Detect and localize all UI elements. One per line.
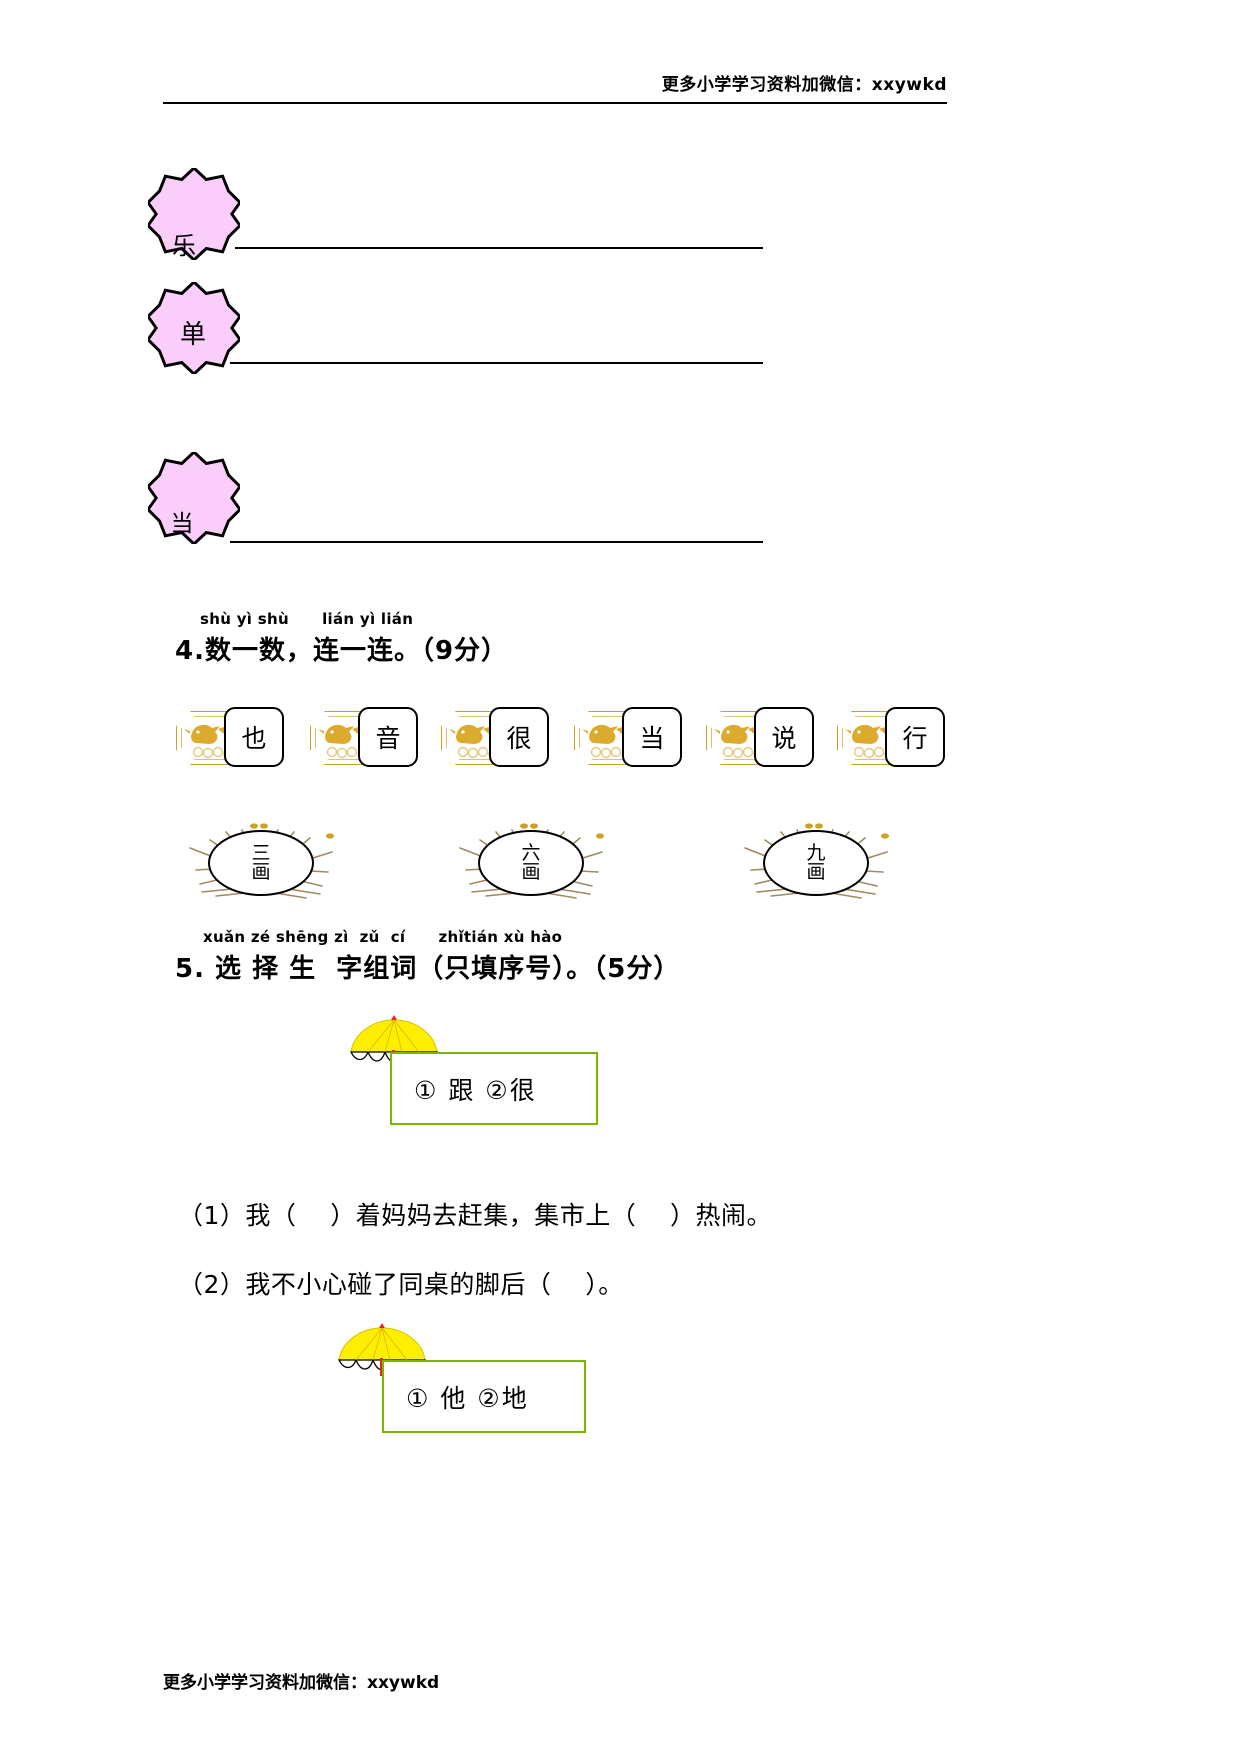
- stroke-nest-1[interactable]: 三 画: [182, 818, 342, 904]
- word-tag-1[interactable]: 也: [172, 705, 294, 769]
- stroke-count-unit-2: 画: [521, 861, 541, 883]
- starburst-shape-1: [148, 168, 240, 260]
- sentence-2: （2）我不小心碰了同桌的脚后（ ）。: [178, 1270, 624, 1299]
- question-5-heading: xuǎn zé shēng zì zǔ cí zhǐtián xù hào 5.…: [175, 928, 680, 985]
- stroke-count-oval-3[interactable]: 九 画: [763, 830, 869, 896]
- starburst-char-2: 单: [179, 320, 206, 350]
- answer-line-1: [235, 247, 763, 249]
- answer-line-3: [230, 541, 763, 543]
- footer-watermark-text: 更多小学学习资料加微信：xxywkd: [163, 1673, 440, 1693]
- stroke-count-unit-3: 画: [806, 861, 826, 883]
- word-tag-char-box-6[interactable]: 行: [885, 707, 945, 767]
- starburst-shape-3: [148, 452, 240, 544]
- question-5-title: 5. 选 择 生 字组词（只填序号）。（5分）: [175, 954, 681, 984]
- question-5-pinyin: xuǎn zé shēng zì zǔ cí zhǐtián xù hào: [203, 928, 563, 946]
- question-4-title: 4.数一数，连一连。（9分）: [175, 636, 509, 666]
- stroke-count-number-2: 六: [521, 842, 541, 864]
- page-header: 更多小学学习资料加微信：xxywkd: [163, 70, 947, 110]
- starburst-char-1: 乐: [172, 232, 196, 260]
- word-tag-4[interactable]: 当: [570, 705, 692, 769]
- stroke-count-number-3: 九: [806, 842, 826, 864]
- word-tag-char-box-1[interactable]: 也: [224, 707, 284, 767]
- stroke-count-oval-1[interactable]: 三 画: [208, 830, 314, 896]
- stroke-nest-3[interactable]: 九 画: [737, 818, 897, 904]
- starburst-shape-2: [148, 282, 240, 374]
- bird-icon: [845, 723, 901, 759]
- question-4-pinyin: shù yì shù lián yì lián: [200, 610, 414, 628]
- word-tag-char-box-4[interactable]: 当: [622, 707, 682, 767]
- option-box-2[interactable]: ① 他 ②地: [382, 1360, 586, 1433]
- sentence-1: （1）我（ ）着妈妈去赶集，集市上（ ）热闹。: [178, 1201, 772, 1230]
- option-box-1[interactable]: ① 跟 ②很: [390, 1052, 598, 1125]
- word-tag-char-box-3[interactable]: 很: [489, 707, 549, 767]
- word-tag-5[interactable]: 说: [702, 705, 824, 769]
- starburst-char-3: 当: [170, 511, 194, 537]
- word-tag-char-box-2[interactable]: 音: [358, 707, 418, 767]
- word-tag-3[interactable]: 很: [437, 705, 559, 769]
- word-tag-2[interactable]: 音: [306, 705, 428, 769]
- word-tag-6[interactable]: 行: [833, 705, 955, 769]
- stroke-nest-2[interactable]: 六 画: [452, 818, 612, 904]
- word-tag-char-box-5[interactable]: 说: [754, 707, 814, 767]
- header-divider-rule: [163, 102, 947, 104]
- answer-line-2: [230, 362, 763, 364]
- header-watermark-text: 更多小学学习资料加微信：xxywkd: [661, 75, 947, 95]
- stroke-count-unit-1: 画: [251, 861, 271, 883]
- stroke-count-number-1: 三: [251, 842, 271, 864]
- stroke-count-oval-2[interactable]: 六 画: [478, 830, 584, 896]
- question-4-heading: shù yì shù lián yì lián 4.数一数，连一连。（9分）: [175, 610, 508, 667]
